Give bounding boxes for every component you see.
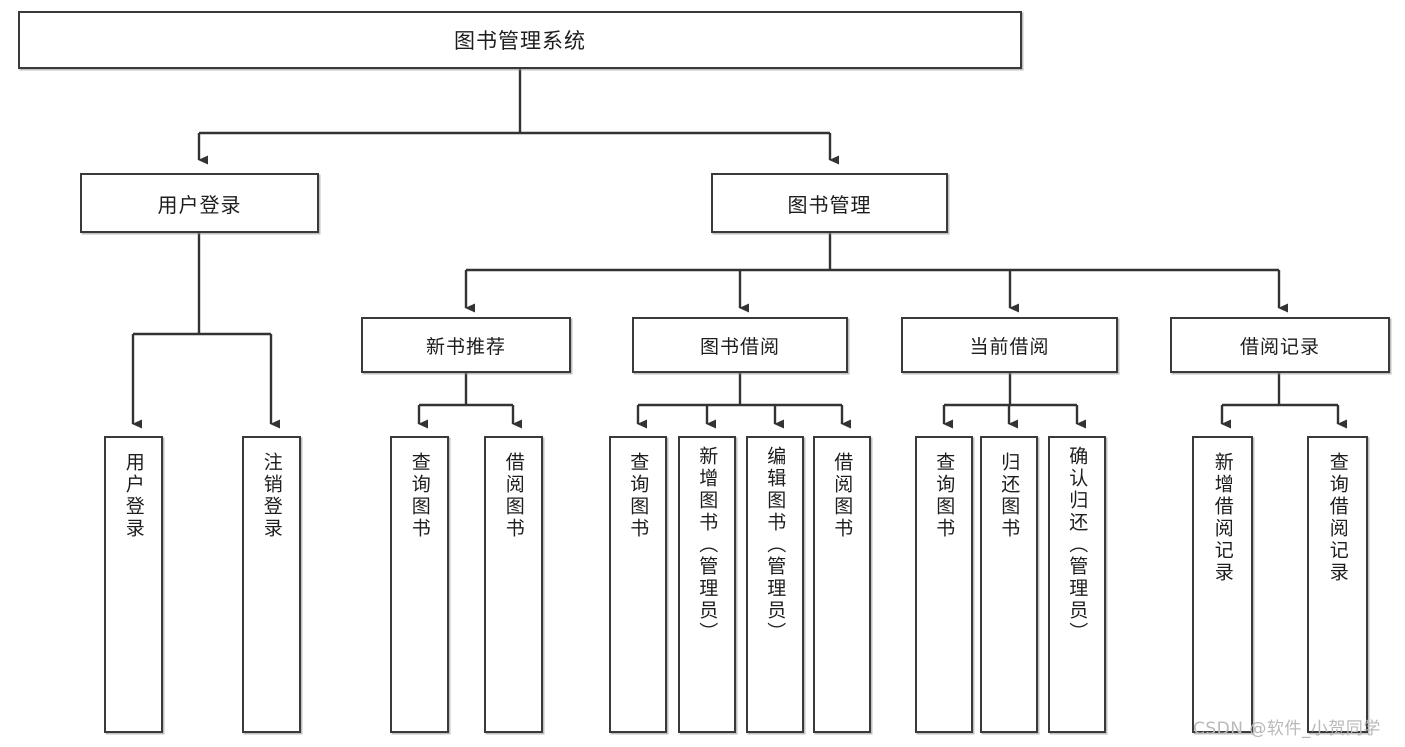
leaf-current-borrow-2[interactable]: 确认归还（管理员）	[1048, 436, 1106, 733]
leaf-label: 查询图书	[933, 452, 956, 540]
leaf-book-borrow-0[interactable]: 查询图书	[609, 436, 667, 733]
node-borrow-record[interactable]: 借阅记录	[1170, 317, 1390, 373]
leaf-label: 用户登录	[122, 452, 145, 540]
node-book-manage[interactable]: 图书管理	[711, 173, 948, 233]
leaf-user-login-0[interactable]: 用户登录	[104, 436, 163, 733]
leaf-new-book-rec-0[interactable]: 查询图书	[390, 436, 449, 733]
leaf-label: 新增图书（管理员）	[696, 446, 719, 644]
leaf-borrow-record-0[interactable]: 新增借阅记录	[1192, 436, 1253, 733]
leaf-label: 查询借阅记录	[1326, 452, 1349, 584]
leaf-label: 归还图书	[998, 452, 1021, 540]
leaf-label: 注销登录	[260, 452, 283, 540]
node-root[interactable]: 图书管理系统	[18, 11, 1022, 69]
node-book-borrow-label: 图书借阅	[699, 335, 780, 358]
node-user-login-label: 用户登录	[157, 192, 242, 217]
node-new-book-recommend[interactable]: 新书推荐	[361, 317, 571, 373]
leaf-user-login-1[interactable]: 注销登录	[242, 436, 301, 733]
node-book-borrow[interactable]: 图书借阅	[632, 317, 848, 373]
leaf-label: 新增借阅记录	[1211, 452, 1234, 584]
leaf-borrow-record-1[interactable]: 查询借阅记录	[1307, 436, 1368, 733]
leaf-label: 借阅图书	[831, 452, 854, 540]
node-current-borrow[interactable]: 当前借阅	[901, 317, 1118, 373]
leaf-new-book-rec-1[interactable]: 借阅图书	[484, 436, 543, 733]
node-new-book-recommend-label: 新书推荐	[425, 335, 506, 358]
leaf-current-borrow-1[interactable]: 归还图书	[980, 436, 1038, 733]
leaf-label: 查询图书	[627, 452, 650, 540]
leaf-book-borrow-3[interactable]: 借阅图书	[813, 436, 871, 733]
leaf-label: 编辑图书（管理员）	[764, 446, 787, 644]
leaf-label: 确认归还（管理员）	[1066, 446, 1089, 644]
leaf-current-borrow-0[interactable]: 查询图书	[915, 436, 973, 733]
leaf-book-borrow-2[interactable]: 编辑图书（管理员）	[746, 436, 804, 733]
node-book-manage-label: 图书管理	[787, 192, 872, 217]
leaf-book-borrow-1[interactable]: 新增图书（管理员）	[678, 436, 736, 733]
node-borrow-record-label: 借阅记录	[1239, 335, 1320, 358]
node-user-login[interactable]: 用户登录	[80, 173, 319, 233]
csdn-watermark: CSDN @软件_小贺同学	[1193, 719, 1381, 739]
leaf-label: 查询图书	[408, 452, 431, 540]
node-current-borrow-label: 当前借阅	[969, 335, 1050, 358]
leaf-label: 借阅图书	[502, 452, 525, 540]
node-root-label: 图书管理系统	[454, 29, 586, 53]
